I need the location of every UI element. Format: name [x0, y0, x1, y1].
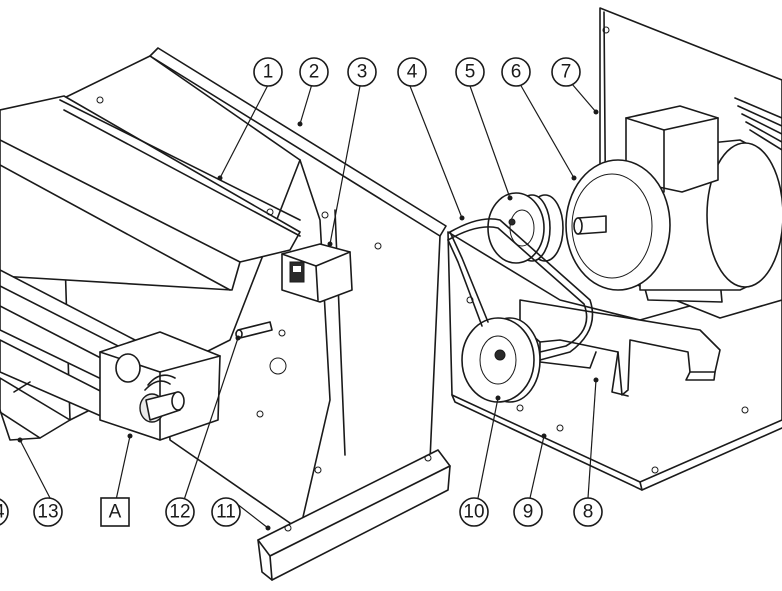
callout-10-label: 10	[463, 502, 484, 523]
callout-6-label: 6	[511, 62, 522, 83]
callout-11: 11	[211, 497, 241, 527]
front-tray	[0, 377, 71, 441]
motor-pulley	[487, 192, 564, 264]
side-bearing-block	[99, 331, 221, 441]
callout-10: 10	[459, 497, 489, 527]
callout-7-label: 7	[561, 62, 572, 83]
callout-13-label: 13	[37, 502, 58, 523]
callout-4-label: 4	[407, 62, 418, 83]
callout-5: 5	[455, 57, 485, 87]
callout-8-label: 8	[583, 502, 594, 523]
callout-9-label: 9	[523, 502, 534, 523]
callout-11-label: 11	[216, 502, 236, 523]
callout-4: 4	[397, 57, 427, 87]
callout-13: 13	[33, 497, 63, 527]
callout-3-label: 3	[357, 62, 368, 83]
callout-14-label: 14	[0, 502, 5, 523]
callout-6: 6	[501, 57, 531, 87]
callout-A: A	[100, 497, 130, 527]
callout-3: 3	[347, 57, 377, 87]
callout-A-label: A	[109, 502, 122, 523]
callout-12-label: 12	[169, 502, 190, 523]
electric-motor	[565, 105, 782, 303]
v-belt	[447, 218, 594, 361]
driven-pulley	[461, 317, 541, 403]
callout-2-label: 2	[309, 62, 320, 83]
leader-lines	[17, 83, 599, 531]
main-cabinet	[59, 47, 447, 531]
callout-5-label: 5	[465, 62, 476, 83]
roller-cover	[0, 95, 301, 291]
callout-8: 8	[573, 497, 603, 527]
callout-9: 9	[513, 497, 543, 527]
callout-1: 1	[253, 57, 283, 87]
callout-12: 12	[165, 497, 195, 527]
callout-1-label: 1	[263, 62, 274, 83]
callout-7: 7	[551, 57, 581, 87]
callout-14-partial: 14	[0, 498, 9, 526]
control-switch	[281, 243, 353, 303]
callout-2: 2	[299, 57, 329, 87]
foot-bracket	[257, 449, 451, 581]
